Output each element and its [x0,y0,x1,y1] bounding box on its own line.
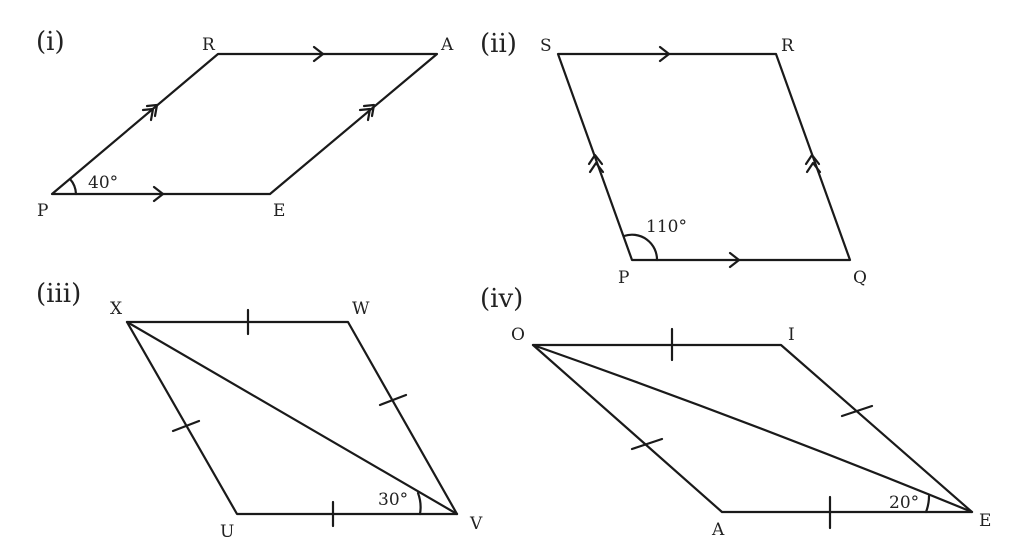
vertex-W: W [352,299,370,319]
angle-label: 30° [378,490,408,510]
vertex-I: I [788,325,795,345]
vertex-P: P [37,201,48,221]
figure-number: (ii) [480,29,517,59]
vertex-U: U [220,522,234,542]
diagonal-OE [531,343,974,514]
equal-tick-marks [630,327,874,530]
double-arrow-mark-PS [587,153,605,174]
double-arrow-mark-PR [141,103,159,122]
angle-label: 110° [646,217,687,237]
figure-iv: (iv) 20° O I E A [480,284,991,540]
figure-ii: (ii) 110° S R Q P [480,29,867,288]
vertex-Q: Q [853,268,867,288]
vertex-O: O [511,325,525,345]
vertex-R: R [781,36,795,56]
figure-number: (iv) [480,284,523,314]
angle-arc [68,177,78,196]
parallelogram-PRAE [50,52,439,196]
figure-i: (i) 40° P R A E [36,27,454,221]
figure-number: (i) [36,27,65,57]
angle-arc [416,491,422,516]
angle-arc [622,233,659,262]
double-arrow-mark-QR [804,153,822,174]
parallelogram-SRQP [556,52,852,262]
vertex-P: P [618,268,629,288]
vertex-E: E [979,511,991,531]
figure-iii: (iii) 30° X W V U [36,279,483,542]
vertex-A: A [711,520,725,540]
angle-label: 40° [88,173,118,193]
equal-tick-marks [171,308,408,528]
single-arrow-marks [658,45,741,269]
parallelogram-OIEA [531,343,974,514]
vertex-X: X [110,299,123,319]
vertex-E: E [273,201,285,221]
single-arrow-marks [152,45,325,203]
diagonal-XV [125,320,459,516]
vertex-S: S [540,36,552,56]
figure-number: (iii) [36,279,81,309]
double-arrow-mark-EA [358,103,376,122]
angle-arc [924,494,931,514]
vertex-V: V [469,514,483,534]
vertex-R: R [202,35,216,55]
angle-label: 20° [889,493,919,513]
vertex-A: A [440,35,454,55]
